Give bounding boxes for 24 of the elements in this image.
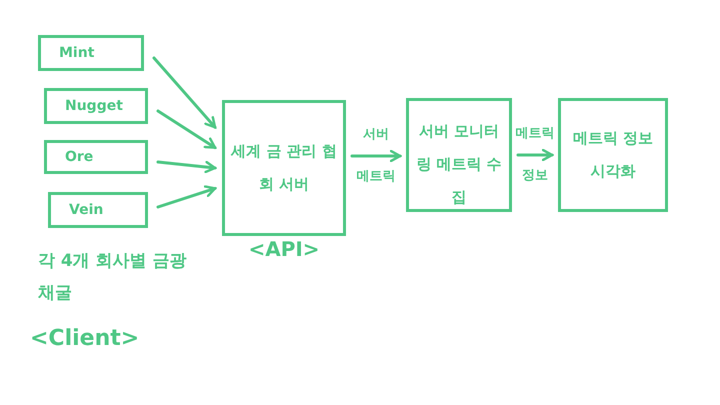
process-box	[44, 140, 148, 174]
note-text: <Client>	[30, 325, 140, 353]
node-text: Vein	[69, 200, 104, 220]
arrow	[516, 148, 554, 162]
process-box	[558, 98, 668, 212]
arrow	[156, 110, 216, 150]
process-box	[44, 88, 148, 124]
arrow	[350, 150, 402, 162]
node-text: 메트릭 정보 시각화	[572, 128, 654, 182]
arrow	[152, 56, 216, 129]
node-text: Nugget	[65, 96, 123, 116]
node-text: Mint	[59, 44, 94, 63]
node-text: 서버 모니터링 메트릭 수집	[415, 121, 503, 208]
node-text: 세계 금 관리 협회 서버	[231, 141, 337, 195]
edge-label: 서버 메트릭	[356, 126, 396, 186]
process-box	[406, 98, 512, 212]
arrow	[156, 185, 216, 208]
process-box	[38, 35, 144, 71]
node-caption: <API>	[247, 237, 321, 261]
note-text: 각 4개 회사별 금광 채굴	[38, 250, 188, 306]
arrow	[156, 160, 216, 174]
edge-label: 메트릭 정보	[514, 125, 556, 185]
node-text: Ore	[65, 148, 94, 167]
process-box	[48, 192, 148, 228]
